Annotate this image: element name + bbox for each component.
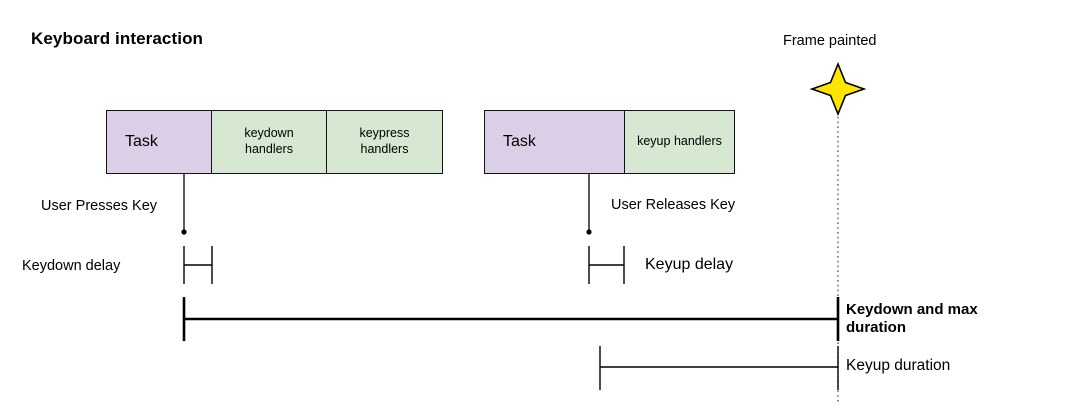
frame-painted-label: Frame painted	[783, 33, 877, 49]
keydown-handlers-label-line1: keydown	[244, 126, 294, 141]
keyup-delay-label: Keyup delay	[645, 256, 734, 273]
keydown-handlers-label: keydown handlers	[244, 126, 293, 157]
keydown-max-duration-label-line1: Keydown and max	[846, 301, 978, 318]
keyup-duration-label: Keyup duration	[846, 357, 951, 374]
keypress-handlers-label-line1: keypress	[359, 126, 410, 141]
keydown-max-duration-span	[182, 297, 840, 341]
keydown-handlers-label-line2: handlers	[245, 142, 293, 156]
page-title: Keyboard interaction	[31, 29, 204, 48]
keyup-duration-span	[599, 346, 839, 390]
keydown-delay-bracket	[183, 246, 213, 284]
keypress-handlers-box: keypress handlers	[326, 110, 443, 174]
user-presses-key-label: User Presses Key	[41, 198, 158, 214]
task-box-keyup-label: Task	[503, 133, 536, 150]
keypress-handlers-label: keypress handlers	[359, 126, 409, 157]
user-releases-key-label: User Releases Key	[611, 197, 736, 213]
task-box-keydown-label: Task	[125, 133, 158, 150]
user-presses-key-endpoint-dot	[181, 229, 187, 235]
keydown-max-duration-label-line2: duration	[846, 319, 906, 337]
keypress-handlers-label-line2: handlers	[360, 142, 409, 156]
task-box-keyup: Task	[484, 110, 625, 174]
keydown-delay-label: Keydown delay	[22, 258, 121, 274]
four-point-star-icon	[809, 61, 867, 117]
keyup-delay-bracket	[588, 246, 625, 284]
keyup-handlers-label: keyup handlers	[637, 134, 722, 149]
keyup-handlers-box: keyup handlers	[624, 110, 735, 174]
keydown-max-duration-label: Keydown and max duration	[846, 301, 1026, 338]
user-releases-key-endpoint-dot	[586, 229, 592, 235]
